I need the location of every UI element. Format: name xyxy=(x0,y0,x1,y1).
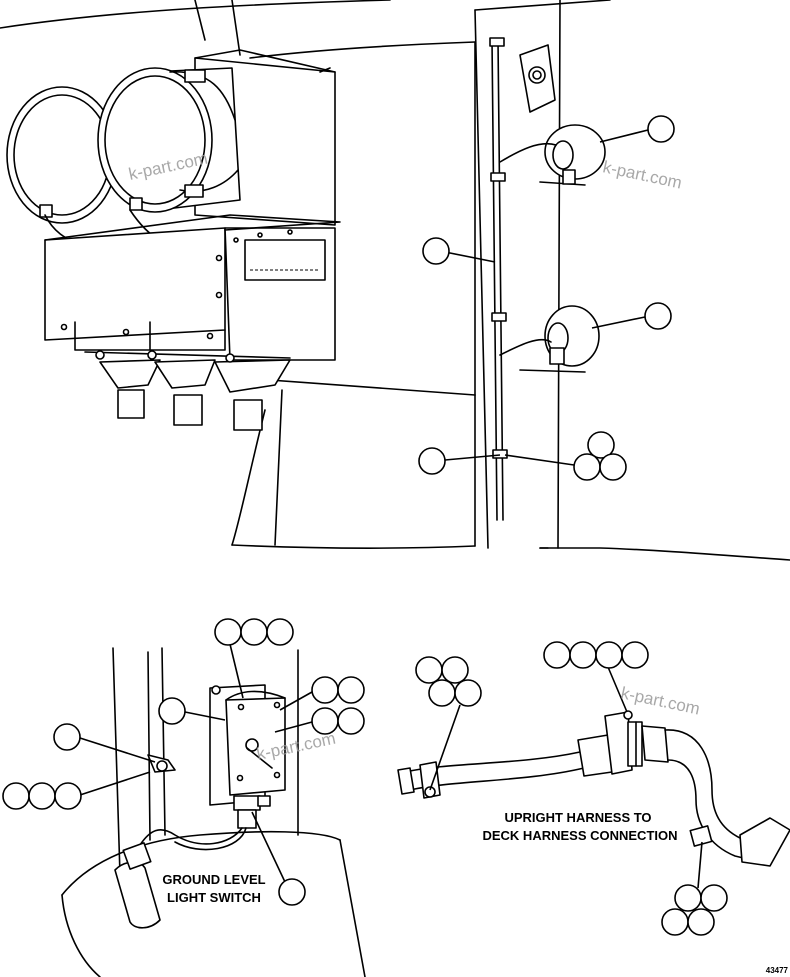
balloon xyxy=(621,641,649,669)
caption-ground-switch-line2: LIGHT SWITCH xyxy=(167,890,261,905)
harness-clip-2 xyxy=(490,172,506,182)
balloon xyxy=(422,237,450,265)
caption-ground-switch-line1: GROUND LEVEL xyxy=(162,872,265,887)
balloon xyxy=(569,641,597,669)
balloon xyxy=(441,656,469,684)
caption-harness-line1: UPRIGHT HARNESS TO xyxy=(504,810,651,825)
harness-clip-4 xyxy=(492,449,508,459)
balloon xyxy=(418,447,446,475)
balloon xyxy=(674,884,702,912)
balloon xyxy=(240,618,268,646)
balloon-group-top xyxy=(418,115,675,481)
balloon xyxy=(428,679,456,707)
balloon xyxy=(587,431,615,459)
balloon xyxy=(214,618,242,646)
side-lamp-upper xyxy=(499,124,606,186)
balloon xyxy=(543,641,571,669)
harness-clip-3 xyxy=(491,312,507,322)
caption-harness-line2: DECK HARNESS CONNECTION xyxy=(482,828,677,843)
harness-connection-view: UPRIGHT HARNESS TO DECK HARNESS CONNECTI… xyxy=(397,641,790,936)
balloon xyxy=(2,782,30,810)
side-lamp-lower xyxy=(499,305,600,373)
balloon xyxy=(454,679,482,707)
balloon xyxy=(266,618,294,646)
balloon xyxy=(28,782,56,810)
balloon xyxy=(278,878,306,906)
balloon xyxy=(158,697,186,725)
switch-toggle xyxy=(246,747,273,769)
ground-switch-view: GROUND LEVEL LIGHT SWITCH xyxy=(2,618,366,977)
balloon xyxy=(661,908,689,936)
balloon xyxy=(687,908,715,936)
balloon xyxy=(647,115,675,143)
balloon xyxy=(700,884,728,912)
top-assembly-view xyxy=(0,0,790,561)
balloon xyxy=(415,656,443,684)
balloon xyxy=(337,707,365,735)
balloon xyxy=(311,676,339,704)
switch-box xyxy=(225,697,286,796)
bottom-connectors xyxy=(84,350,291,431)
balloon xyxy=(337,676,365,704)
figure-number: 43477 xyxy=(766,966,789,975)
balloon xyxy=(54,782,82,810)
control-box xyxy=(44,214,341,361)
harness-clip-1 xyxy=(489,37,505,47)
balloon xyxy=(53,723,81,751)
balloon xyxy=(644,302,672,330)
headlight-right xyxy=(39,67,241,246)
balloon xyxy=(599,453,627,481)
balloon xyxy=(573,453,601,481)
watermark: k-part.com xyxy=(601,157,683,192)
balloon xyxy=(595,641,623,669)
